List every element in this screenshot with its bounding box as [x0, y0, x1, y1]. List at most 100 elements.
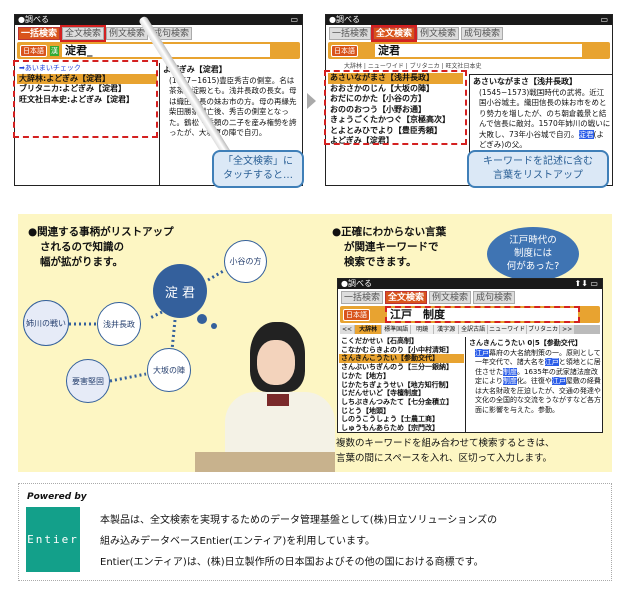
list-item[interactable]: しのうこうしょう【士農工商】: [341, 415, 439, 424]
usage-note: 複数のキーワードを組み合わせて検索するときは、 言葉の間にスペースを入れ、区切っ…: [336, 438, 555, 464]
dict-tab[interactable]: 全訳古語: [459, 325, 488, 334]
node-osaka: 大坂の陣: [147, 348, 191, 392]
dict-tab[interactable]: 標準国語: [382, 325, 411, 334]
list-item[interactable]: おだにのかた【小谷の方】: [330, 94, 426, 103]
tab-fulltext-search[interactable]: 全文検索: [371, 25, 418, 42]
device-screen-3: ●調べる⬆⬇ ▭ 一括検索 全文検索 例文検索 成句検索 日本語 江戸 制度 <…: [337, 278, 603, 433]
left-heading: ●関連する事柄がリストアップ されるので知識の 幅が拡がります。: [28, 226, 174, 268]
dict-tab-next[interactable]: >>: [560, 325, 575, 334]
list-item[interactable]: しちぶきんつみたて【七分金積立】: [341, 397, 453, 406]
tab-example-search[interactable]: 例文検索: [429, 291, 472, 304]
list-item[interactable]: おののおつう【小野お通】: [330, 104, 426, 114]
language-badge[interactable]: 日本語: [20, 44, 47, 57]
detail-heading: あさいながまさ【浅井長政】: [473, 77, 577, 86]
callout-2: キーワードを記述に含む言葉をリストアップ: [467, 150, 609, 188]
dict-tab-prev[interactable]: <<: [340, 325, 355, 334]
detail-pane: あさいながまさ【浅井長政】 (1545−1573)戦国時代の武将。近江国小谷城主…: [469, 74, 612, 185]
dict-tab[interactable]: 漢字源: [434, 325, 459, 334]
list-item[interactable]: 旺文社日本史:よどぎみ【淀君】: [19, 94, 134, 104]
search-tabs: 一括検索 全文検索 例文検索 成句検索: [338, 289, 602, 306]
list-item[interactable]: こなかむらきよのり【小中村清矩】: [341, 345, 453, 354]
detail-text: 江戸幕府の大名統制策の一。原則として一年交代で、諸大名を江戸と領地とに居住させた…: [469, 348, 601, 416]
list-item[interactable]: さんきんこうたい【参勤交代】: [339, 354, 464, 364]
detail-text: (1545−1573)戦国時代の武将。近江国小谷城主。織田信長の妹お市をめとり勢…: [479, 87, 611, 150]
result-list: あさいながまさ【浅井長政】 おおさかのじん【大坂の陣】 おだにのかた【小谷の方】…: [328, 73, 463, 147]
language-badge[interactable]: 日本語: [331, 44, 358, 57]
tab-bulk-search[interactable]: 一括検索: [18, 27, 61, 40]
entier-logo: Entier: [26, 506, 80, 572]
search-tabs: 一括検索 全文検索 例文検索 成句検索: [326, 25, 612, 42]
detail-heading: さんきんこうたい 0|5【参勤交代】: [469, 339, 582, 347]
battery-icon: ▭: [290, 15, 298, 24]
list-item[interactable]: じとう【地頭】: [341, 406, 390, 415]
search-tabs: 一括検索 全文検索 例文検索 成句検索: [15, 25, 302, 42]
list-item[interactable]: こくだかせい【石高制】: [341, 337, 418, 345]
list-item[interactable]: じかた【地方】: [341, 371, 390, 380]
node-center: 淀 君: [153, 264, 207, 318]
list-item[interactable]: きょうごくたかつぐ【京極高次】: [330, 115, 450, 124]
highlight-frame: [13, 60, 158, 138]
powered-by-label: Powered by: [27, 492, 87, 502]
detail-segment: 。1635年の武家諸法度改定により: [475, 367, 598, 386]
tab-example-search[interactable]: 例文検索: [417, 27, 460, 40]
powered-by-box: Powered by Entier 本製品は、全文検索を実現するためのデータ管理…: [18, 483, 612, 581]
title-bar: ●調べる▭: [15, 15, 302, 25]
tab-phrase-search[interactable]: 成句検索: [461, 27, 504, 40]
list-item[interactable]: しゅうもんあらため【宗門改】: [341, 424, 439, 433]
search-row: 日本語 淀君: [328, 42, 610, 59]
list-item[interactable]: 大辞林:よどぎみ【淀君】: [17, 73, 157, 84]
fuzzy-check-link[interactable]: ➡あいまいチェック: [19, 64, 81, 72]
search-input[interactable]: 淀君: [375, 44, 582, 57]
decorative-dot: [197, 314, 207, 324]
list-item[interactable]: あさいながまさ【浅井長政】: [328, 73, 463, 84]
detail-heading: よどぎみ【淀君】: [163, 65, 227, 74]
search-row: 日本語 江戸 制度: [340, 306, 600, 323]
detail-segment: と領地とに居住させた: [475, 358, 601, 376]
list-item[interactable]: よどぎみ【淀君】: [330, 136, 394, 145]
student-photo: [195, 322, 335, 472]
list-item[interactable]: じかたちぎょうせい【地方知行制】: [341, 380, 453, 389]
result-list: ➡あいまいチェック 大辞林:よどぎみ【淀君】 ブリタニカ:よどぎみ【淀君】 旺文…: [17, 63, 157, 105]
kanji-badge[interactable]: 漢: [50, 45, 59, 56]
tab-example-search[interactable]: 例文検索: [106, 27, 149, 40]
dict-tab[interactable]: 大辞林: [355, 325, 382, 334]
search-input[interactable]: 江戸 制度: [385, 306, 580, 323]
detail-pane: さんきんこうたい 0|5【参勤交代】 江戸幕府の大名統制策の一。原則として一年交…: [465, 337, 602, 432]
list-item[interactable]: とよとみひでより【豊臣秀頼】: [330, 125, 442, 135]
title-bar: ●調べる▭: [326, 15, 612, 25]
tab-bulk-search[interactable]: 一括検索: [341, 291, 384, 304]
result-list: こくだかせい【石高制】 こなかむらきよのり【小中村清矩】 さんきんこうたい【参勤…: [339, 337, 464, 433]
list-item[interactable]: じだんせいど【寺檀制度】: [341, 389, 425, 398]
keyword-highlight: 江戸: [475, 348, 489, 357]
detail-segment: 化。往復や: [516, 377, 552, 385]
tab-fulltext-search[interactable]: 全文検索: [385, 291, 428, 304]
node-asai: 浅井長政: [97, 302, 141, 346]
battery-icon: ▭: [600, 15, 608, 24]
list-item[interactable]: おおさかのじん【大坂の陣】: [330, 83, 434, 93]
dictionary-tabs[interactable]: 大辞林 | ニューワイド | ブリタニカ | 旺文社日本史: [344, 63, 482, 69]
tab-phrase-search[interactable]: 成句検索: [473, 291, 516, 304]
device-screen-2: ●調べる▭ 一括検索 全文検索 例文検索 成句検索 日本語 淀君 大辞林 | ニ…: [325, 14, 613, 186]
highlight-frame: [324, 70, 467, 145]
scroll-arrows-icon: ⬆⬇ ▭: [574, 279, 598, 288]
arrow-right-icon: [307, 93, 316, 109]
keyword-highlight: 制度: [502, 377, 517, 385]
dictionary-tabs: << 大辞林 標準国語 明鏡 漢字源 全訳古語 ニューワイド ブリタニカ >>: [340, 325, 600, 334]
detail-segment: 幕府の大名統制策の一。原則として一年交代で、諸大名を: [475, 348, 601, 367]
right-heading: ●正確にわからない言葉 が関連キーワードで 検索できます。: [332, 226, 447, 268]
tab-fulltext-search[interactable]: 全文検索: [60, 25, 107, 42]
tab-bulk-search[interactable]: 一括検索: [329, 27, 372, 40]
language-badge[interactable]: 日本語: [343, 308, 370, 321]
list-item[interactable]: ブリタニカ:よどぎみ【淀君】: [19, 84, 126, 93]
dict-tab[interactable]: 明鏡: [411, 325, 434, 334]
callout-1: 「全文検索」にタッチすると…: [212, 150, 304, 188]
keyword-highlight: 制度: [503, 367, 517, 376]
dict-tab[interactable]: ニューワイド: [488, 325, 527, 334]
node-odani: 小谷の方: [224, 240, 267, 283]
node-yogai: 要害堅固: [66, 359, 110, 403]
title-bar: ●調べる⬆⬇ ▭: [338, 279, 602, 289]
footer-text: 本製品は、全文検索を実現するためのデータ管理基盤として(株)日立ソリューションズ…: [100, 515, 498, 568]
list-item[interactable]: さんぶいちぎんのう【三分一銀納】: [341, 363, 453, 372]
dict-tab[interactable]: ブリタニカ: [527, 325, 560, 334]
